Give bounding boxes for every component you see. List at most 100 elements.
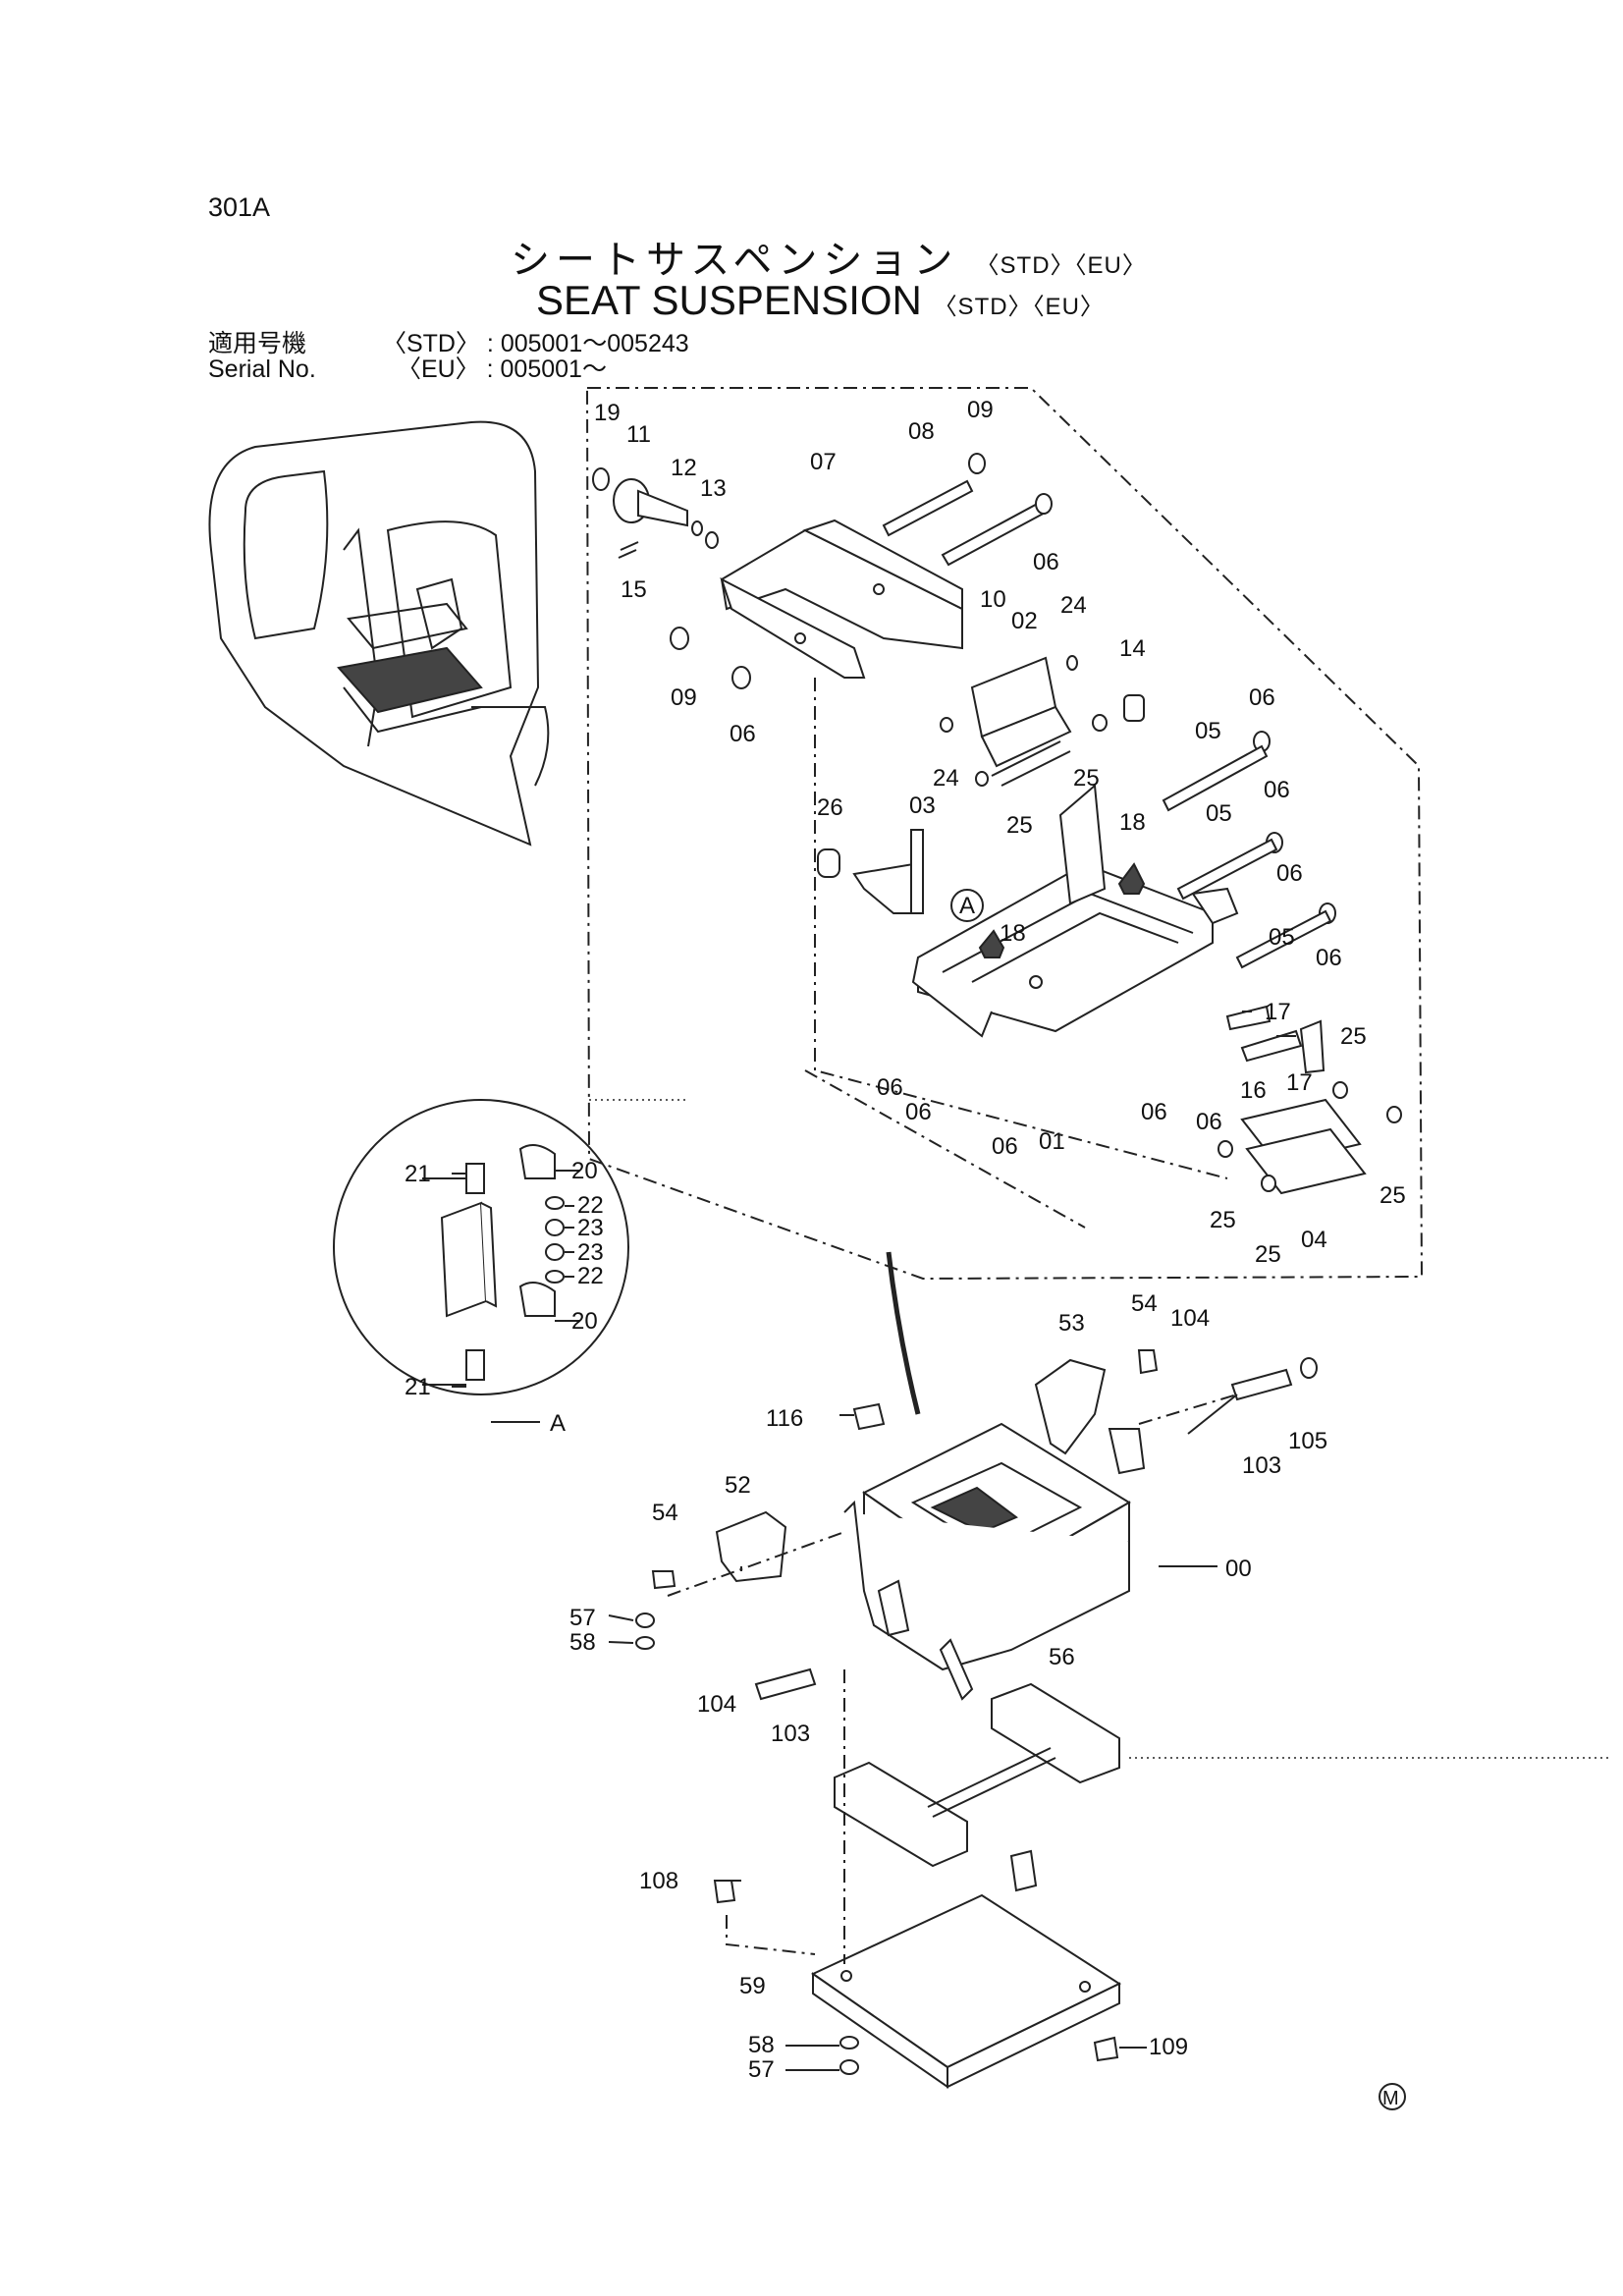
callout-53: 53 — [1058, 1310, 1085, 1337]
callout-54: 54 — [1131, 1290, 1158, 1317]
callout-05: 05 — [1206, 800, 1232, 827]
title-en-text: SEAT SUSPENSION — [536, 277, 922, 323]
callout-103: 103 — [1242, 1452, 1281, 1479]
part-56-slide-rail — [834, 1638, 1120, 1868]
serial-eu-range: : 005001～ — [486, 355, 607, 383]
serial-label-jp: 適用号機 — [208, 330, 307, 357]
detail-a-label: A — [550, 1410, 566, 1437]
callout-54: 54 — [652, 1500, 678, 1526]
callout-13: 13 — [700, 475, 727, 502]
callout-09: 09 — [671, 684, 697, 711]
callout-17: 17 — [1265, 999, 1291, 1025]
detail-callout-23: 23 — [577, 1215, 604, 1241]
part-08-pin — [882, 479, 974, 537]
callout-25: 25 — [1380, 1182, 1406, 1209]
detail-callout-22: 22 — [577, 1192, 604, 1219]
footer-mark-text: M — [1382, 2088, 1399, 2109]
callout-06: 06 — [877, 1074, 903, 1101]
callout-18: 18 — [1119, 809, 1146, 836]
callout-06: 06 — [1264, 777, 1290, 803]
callout-58: 58 — [569, 1629, 596, 1656]
detail-callout-20: 20 — [571, 1308, 598, 1335]
part-00-base-assembly — [843, 1422, 1146, 1671]
detail-a-callouts: 21 20 22 23 23 22 20 21 A — [405, 1158, 604, 1437]
footer-mark: M — [1379, 2083, 1406, 2110]
tag-eu-en: 〈EU〉 — [1032, 294, 1105, 320]
callout-06: 06 — [730, 721, 756, 747]
part-52-bracket — [715, 1510, 787, 1583]
part-07-upper-frame — [720, 519, 963, 679]
tag-std: 〈STD〉 — [975, 252, 1075, 279]
detail-callout-21: 21 — [405, 1161, 431, 1187]
callout-04: 04 — [1301, 1227, 1327, 1253]
callout-25: 25 — [1340, 1023, 1367, 1050]
callout-103: 103 — [771, 1721, 810, 1747]
part-11-knob — [592, 467, 719, 559]
callout-25: 25 — [1210, 1207, 1236, 1233]
callout-24: 24 — [933, 765, 959, 792]
page-code: 301A — [208, 192, 271, 222]
callout-108: 108 — [639, 1868, 678, 1894]
callout-06: 06 — [1196, 1109, 1222, 1135]
callout-57: 57 — [748, 2056, 775, 2083]
callout-06: 06 — [905, 1099, 932, 1125]
callout-leaders — [452, 1011, 1296, 2071]
callout-a-marker: A — [959, 893, 975, 919]
tag-eu: 〈EU〉 — [1074, 252, 1147, 279]
callout-57: 57 — [569, 1605, 596, 1631]
callout-25: 25 — [1006, 812, 1033, 839]
callout-00: 00 — [1225, 1556, 1252, 1582]
callout-59: 59 — [739, 1973, 766, 1999]
callout-06: 06 — [1249, 684, 1275, 711]
detail-view-a — [333, 1099, 629, 1395]
callout-09: 09 — [967, 397, 994, 423]
callout-52: 52 — [725, 1472, 751, 1499]
part-06-washer — [1035, 493, 1053, 515]
callout-08: 08 — [908, 418, 935, 445]
callout-18: 18 — [1000, 920, 1026, 947]
callout-104: 104 — [697, 1691, 736, 1718]
upper-callouts: 19 11 12 13 07 08 09 15 06 10 24 02 09 0… — [594, 397, 1406, 1268]
callout-105: 105 — [1288, 1428, 1327, 1454]
callout-07: 07 — [810, 449, 837, 475]
callout-56: 56 — [1049, 1644, 1075, 1670]
callout-11: 11 — [626, 421, 651, 448]
detail-callout-20: 20 — [571, 1158, 598, 1184]
callout-06: 06 — [992, 1133, 1018, 1160]
callout-15: 15 — [621, 576, 647, 603]
part-04-link — [1217, 1081, 1402, 1195]
detail-callout-23: 23 — [577, 1239, 604, 1266]
serial-row-std: 適用号機 〈STD〉 : 005001～005243 — [208, 324, 689, 359]
callout-02: 02 — [1011, 608, 1038, 634]
callout-19: 19 — [594, 400, 621, 426]
callout-25: 25 — [1073, 765, 1100, 792]
callout-16: 16 — [1240, 1077, 1267, 1104]
lower-callouts: 53 54 104 116 105 103 52 54 00 57 58 56 … — [569, 1290, 1327, 2083]
serial-row-eu: Serial No. 〈EU〉 : 005001～ — [208, 350, 607, 385]
callout-26: 26 — [817, 794, 843, 821]
callout-06: 06 — [1316, 945, 1342, 971]
part-09-washer — [968, 453, 986, 474]
callout-24: 24 — [1060, 592, 1087, 619]
part-02-latch — [970, 655, 1078, 787]
part-59-seat-plate — [810, 1849, 1122, 2089]
callout-10: 10 — [980, 586, 1006, 613]
part-01-scissor-frame — [911, 783, 1239, 1038]
callout-17: 17 — [1286, 1069, 1313, 1096]
callout-25: 25 — [1255, 1241, 1281, 1268]
serial-std-tag: 〈STD〉 — [381, 330, 480, 357]
serial-eu-tag: 〈EU〉 — [396, 355, 480, 383]
callout-104: 104 — [1170, 1305, 1210, 1332]
title-english: SEAT SUSPENSION 〈STD〉〈EU〉 — [536, 277, 1105, 324]
callout-06: 06 — [1276, 860, 1303, 887]
part-53-bracket — [1034, 1358, 1107, 1455]
callout-58: 58 — [748, 2032, 775, 2058]
callout-01: 01 — [1039, 1128, 1065, 1155]
callout-06: 06 — [1141, 1099, 1167, 1125]
callout-14: 14 — [1119, 635, 1146, 662]
detail-callout-22: 22 — [577, 1263, 604, 1289]
callout-06: 06 — [1033, 549, 1059, 575]
detail-callout-21: 21 — [405, 1374, 431, 1400]
part-26-bushing — [817, 848, 840, 878]
